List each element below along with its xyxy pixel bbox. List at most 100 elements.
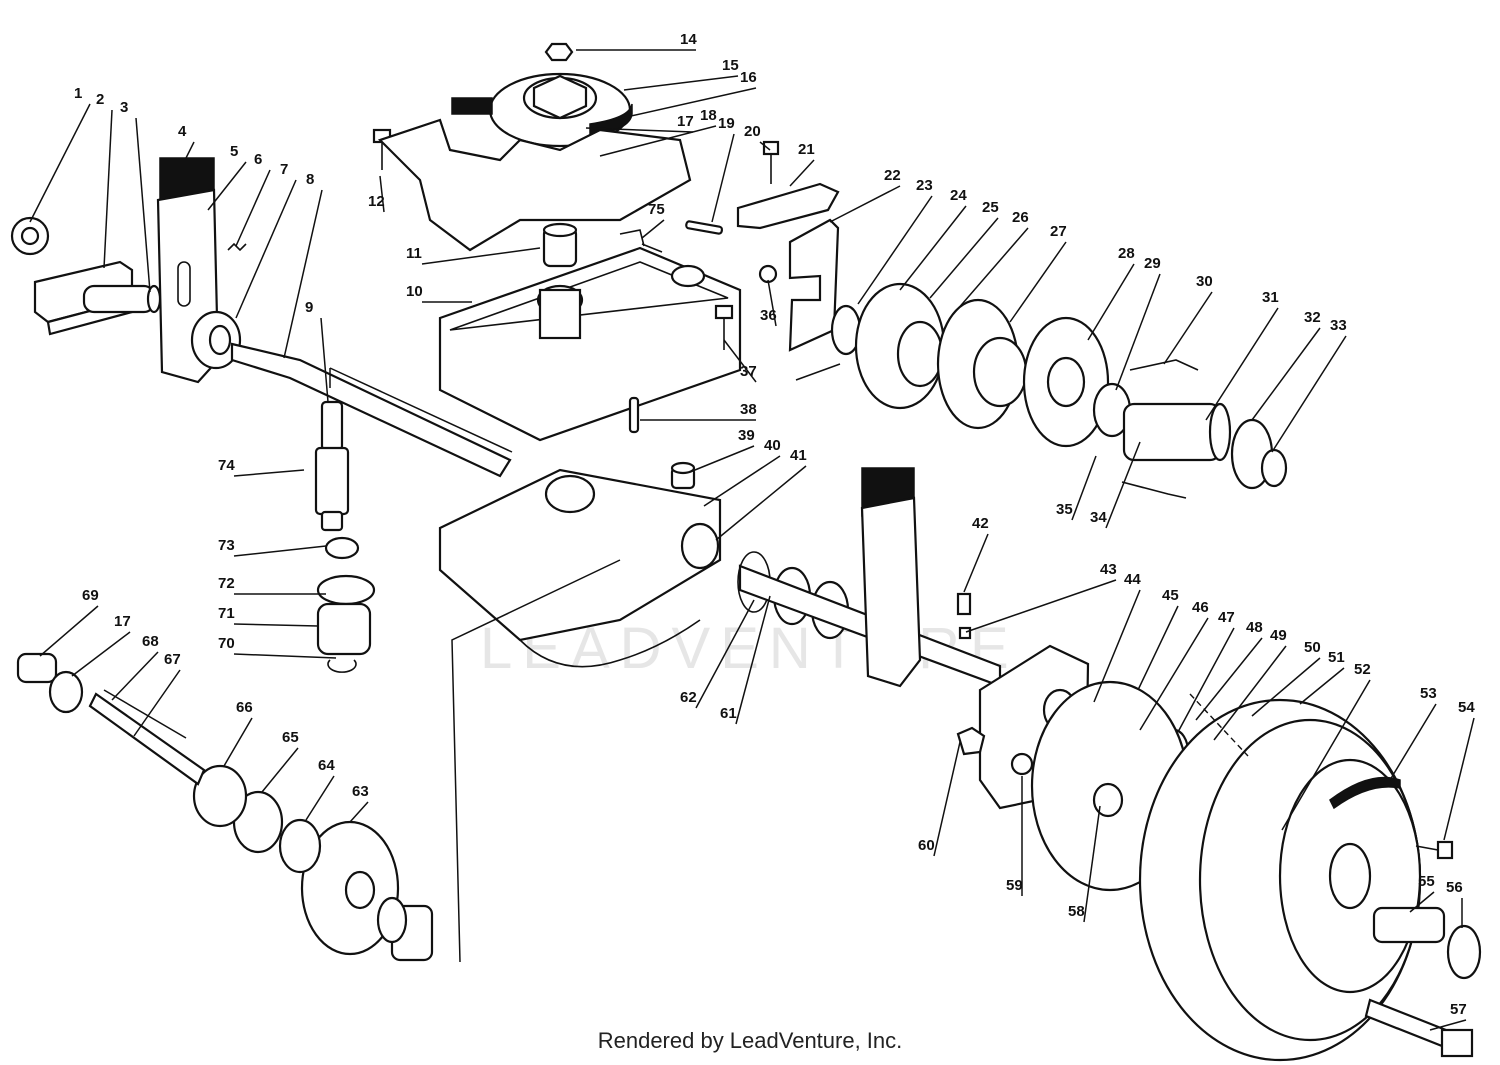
callout-leader-25 <box>929 217 999 299</box>
part-bushing-11 <box>542 222 578 268</box>
callout-25: 25 <box>982 199 999 216</box>
callout-62: 62 <box>680 689 697 706</box>
callout-5: 5 <box>230 143 238 160</box>
footer-credit: Rendered by LeadVenture, Inc. <box>597 1028 903 1053</box>
part-shaft-8 <box>230 342 512 478</box>
callout-30: 30 <box>1196 273 1213 290</box>
callout-46: 46 <box>1192 599 1209 616</box>
callout-leader-3 <box>135 117 151 293</box>
callout-leader-22 <box>829 185 901 223</box>
callout-leader-49 <box>1213 645 1287 741</box>
callout-leader-48 <box>1195 637 1263 721</box>
callout-68: 68 <box>142 633 159 650</box>
callout-leader-11 <box>421 247 541 265</box>
part-washer-17 <box>48 670 84 714</box>
callout-leader-6 <box>235 169 271 247</box>
callout-leader-7 <box>235 179 297 319</box>
callout-leader-41 <box>715 465 807 541</box>
callout-leader-61 <box>735 595 771 725</box>
part-nut-14 <box>544 42 574 62</box>
callout-43: 43 <box>1100 561 1117 578</box>
callout-leader-58 <box>1083 805 1101 923</box>
callout-58: 58 <box>1068 903 1085 920</box>
callout-47: 47 <box>1218 609 1235 626</box>
callout-50: 50 <box>1304 639 1321 656</box>
callout-leader-27 <box>1009 241 1067 323</box>
part-plate-upper <box>860 496 922 688</box>
callout-leader-43 <box>965 579 1117 633</box>
callout-leader-8 <box>283 189 323 359</box>
callout-53: 53 <box>1420 685 1437 702</box>
callout-leader-66 <box>223 717 253 767</box>
callout-21: 21 <box>798 141 815 158</box>
callout-11: 11 <box>406 245 422 262</box>
callout-leader-70 <box>233 653 337 659</box>
part-washer-56 <box>1446 924 1482 980</box>
callout-leader-46 <box>1139 617 1209 731</box>
callout-36: 36 <box>760 307 777 324</box>
part-pulley-15 <box>451 72 633 148</box>
callout-52: 52 <box>1354 661 1371 678</box>
part-rim-53 <box>1329 776 1401 810</box>
part-wormshaft-9 <box>314 400 350 532</box>
part-nut-60 <box>956 726 986 756</box>
callout-28: 28 <box>1118 245 1135 262</box>
callout-20: 20 <box>744 123 761 140</box>
callout-23: 23 <box>916 177 933 194</box>
callout-66: 66 <box>236 699 253 716</box>
callout-64: 64 <box>318 757 335 774</box>
callout-17: 17 <box>677 113 694 130</box>
callout-leader-36 <box>767 279 777 327</box>
part-bearing-7 <box>190 310 242 370</box>
callout-leader-52 <box>1281 679 1371 831</box>
part-housing-lower-40 <box>438 468 722 668</box>
callout-leader-57 <box>1429 1019 1467 1031</box>
part-bushing-3 <box>82 284 162 314</box>
callout-14: 14 <box>680 31 697 48</box>
callout-leader-45 <box>1137 605 1179 691</box>
callout-49: 49 <box>1270 627 1287 644</box>
callout-leader-50 <box>1251 657 1321 717</box>
part-sleeve-39 <box>670 461 696 490</box>
part-shaft-67 <box>88 692 206 786</box>
callout-69: 69 <box>82 587 99 604</box>
callout-leader-65 <box>261 747 299 793</box>
callout-7: 7 <box>280 161 288 178</box>
callout-leader-19 <box>711 133 735 223</box>
callout-44: 44 <box>1124 571 1141 588</box>
callout-34: 34 <box>1090 509 1107 526</box>
callout-2: 2 <box>96 91 104 108</box>
callout-6: 6 <box>254 151 262 168</box>
callout-leader-20 <box>759 141 771 151</box>
callout-32: 32 <box>1304 309 1321 326</box>
part-arm-21 <box>736 140 840 230</box>
callout-leader-17 <box>71 631 131 677</box>
callout-22: 22 <box>884 167 901 184</box>
callout-leader-44 <box>1093 589 1141 703</box>
callout-75: 75 <box>648 201 665 218</box>
part-pin-19 <box>685 220 724 235</box>
callout-45: 45 <box>1162 587 1179 604</box>
callout-38: 38 <box>740 401 757 418</box>
callout-leader-29 <box>1115 273 1161 391</box>
callout-leader-18 <box>599 125 717 157</box>
callout-74: 74 <box>218 457 235 474</box>
callout-leader-23 <box>857 195 933 305</box>
callout-31: 31 <box>1262 289 1279 306</box>
callout-leader-60 <box>933 741 961 857</box>
callout-leader-32 <box>1251 327 1321 421</box>
callout-leader-71 <box>233 623 319 627</box>
callout-19: 19 <box>718 115 735 132</box>
callout-35: 35 <box>1056 501 1073 518</box>
part-clip-75 <box>619 229 663 253</box>
callout-15: 15 <box>722 57 739 74</box>
part-pin-43 <box>958 626 972 640</box>
callout-leader-34 <box>1105 441 1141 529</box>
callout-leader-28 <box>1087 263 1135 341</box>
callout-leader-47 <box>1177 627 1235 733</box>
callout-26: 26 <box>1012 209 1029 226</box>
callout-leader-62 <box>695 599 755 709</box>
callout-leader-15 <box>623 75 739 91</box>
callout-leader-31 <box>1205 307 1279 421</box>
